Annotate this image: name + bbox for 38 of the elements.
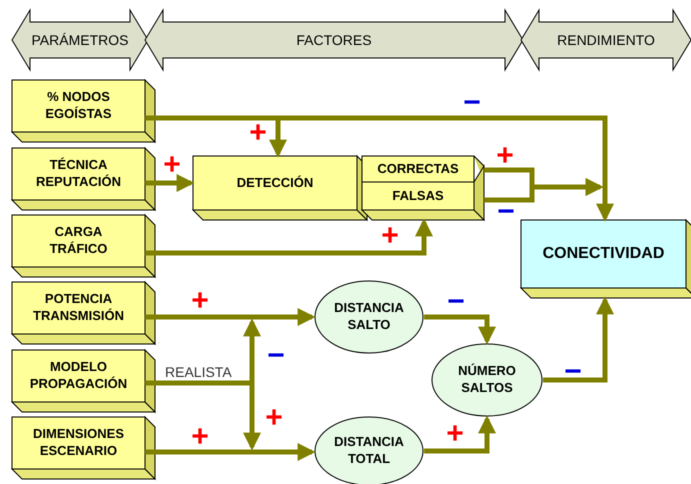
edge-label: −: [564, 357, 582, 387]
stage-label: RENDIMIENTO: [557, 30, 655, 50]
arrow: [145, 443, 316, 461]
node-label: CARGA TRÁFICO: [48, 224, 108, 258]
node-label: TÉCNICA REPUTACIÓN: [35, 157, 122, 191]
node-label: CORRECTAS: [377, 160, 459, 178]
edge-label: +: [381, 221, 399, 251]
node-label: DETECCIÓN: [236, 174, 314, 192]
arrow: [424, 314, 496, 345]
stage-label: FACTORES: [296, 30, 372, 50]
edge-label: +: [191, 286, 209, 316]
node-label: DIMENSIONES ESCENARIO: [32, 426, 125, 460]
node-label: DISTANCIA TOTAL: [333, 434, 405, 468]
edge-label: −: [463, 88, 481, 118]
arrow: [145, 218, 433, 256]
edge-label: +: [446, 419, 464, 449]
edge-label: +: [265, 403, 283, 433]
node-label: MODELO PROPAGACIÓN: [28, 359, 128, 393]
node-label: NÚMERO SALTOS: [457, 363, 517, 397]
edge-label: +: [249, 118, 267, 148]
arrow: [543, 296, 614, 382]
edge-label: +: [163, 150, 181, 180]
node-label: POTENCIA TRANSMISIÓN: [32, 291, 125, 325]
stage-label: PARÁMETROS: [32, 30, 128, 50]
node-label: % NODOS EGOÍSTAS: [44, 89, 113, 123]
edge-label: −: [447, 287, 465, 317]
arrow: [145, 308, 316, 326]
node-label: DISTANCIA SALTO: [333, 300, 405, 334]
arrow: [145, 174, 195, 192]
node-label: FALSAS: [392, 188, 444, 204]
edge-label: +: [496, 141, 514, 171]
arrow: [484, 178, 604, 202]
annotation-text: REALISTA: [165, 364, 232, 380]
edge-label: −: [497, 197, 515, 227]
node-label: CONECTIVIDAD: [542, 244, 664, 264]
edge-label: −: [267, 341, 285, 371]
edge-label: +: [191, 422, 209, 452]
arrow: [424, 415, 496, 454]
